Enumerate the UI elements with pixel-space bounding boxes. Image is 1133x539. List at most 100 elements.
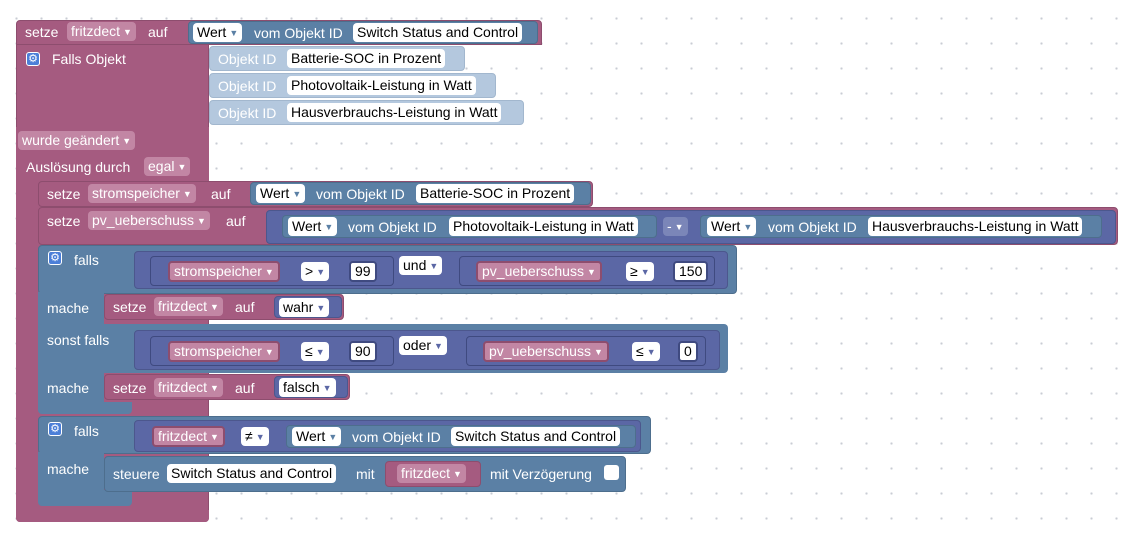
dropdown-arrow-icon: ▼ (229, 28, 239, 38)
number-field[interactable]: 90 (349, 341, 377, 362)
dropdown-arrow-icon: ▼ (264, 267, 274, 277)
dropdown-arrow-icon: ▼ (122, 136, 132, 146)
variable-dropdown[interactable]: pv_ueberschuss▼ (88, 211, 210, 230)
from-object-label: vom Objekt ID (348, 219, 437, 235)
variable-dropdown[interactable]: fritzdect▼ (67, 22, 136, 41)
to-keyword: auf (226, 213, 246, 229)
from-object-label: vom Objekt ID (768, 219, 857, 235)
object-id-field[interactable]: Switch Status and Control (353, 23, 523, 42)
dropdown-arrow-icon: ▼ (210, 383, 219, 393)
dropdown-arrow-icon: ▼ (196, 216, 206, 226)
logic-operator-dropdown[interactable]: oder▼ (399, 336, 447, 355)
control-keyword: steuere (113, 466, 160, 482)
dropdown-arrow-icon: ▼ (264, 347, 274, 357)
to-keyword: auf (235, 380, 255, 396)
compare-operator-dropdown[interactable]: ≥▼ (626, 262, 654, 281)
dropdown-arrow-icon: ▼ (674, 222, 684, 232)
dropdown-arrow-icon: ▼ (177, 162, 187, 172)
gear-icon[interactable]: ⚙ (26, 52, 40, 66)
variable-getter[interactable]: stromspeicher▼ (168, 341, 280, 362)
variable-dropdown[interactable]: fritzdect▼ (154, 297, 223, 316)
attribute-dropdown[interactable]: Wert▼ (256, 184, 306, 203)
to-keyword: auf (148, 24, 168, 40)
trigger-object-field[interactable]: Hausverbrauchs-Leistung in Watt (287, 103, 502, 122)
do-keyword: mache (47, 380, 90, 396)
trigger-by-dropdown[interactable]: egal▼ (144, 157, 191, 176)
to-keyword: auf (211, 186, 231, 202)
dropdown-arrow-icon: ▼ (743, 222, 753, 232)
object-id-field[interactable]: Batterie-SOC in Prozent (416, 184, 575, 203)
from-object-label: vom Objekt ID (316, 186, 405, 202)
dropdown-arrow-icon: ▼ (593, 347, 603, 357)
trigger-object-field[interactable]: Photovoltaik-Leistung in Watt (287, 76, 476, 95)
dropdown-arrow-icon: ▼ (255, 432, 265, 442)
attribute-dropdown[interactable]: Wert▼ (707, 217, 757, 236)
dropdown-arrow-icon: ▼ (322, 383, 332, 393)
variable-getter[interactable]: pv_ueberschuss▼ (483, 341, 609, 362)
object-id-label: Objekt ID (218, 51, 277, 67)
dropdown-arrow-icon: ▼ (434, 341, 443, 351)
attribute-dropdown[interactable]: Wert▼ (288, 217, 338, 236)
attribute-dropdown[interactable]: Wert▼ (292, 427, 342, 446)
object-id-field[interactable]: Hausverbrauchs-Leistung in Watt (868, 217, 1083, 236)
dropdown-arrow-icon: ▼ (182, 189, 192, 199)
object-id-label: Objekt ID (218, 78, 277, 94)
dropdown-arrow-icon: ▼ (210, 302, 219, 312)
dropdown-arrow-icon: ▼ (316, 267, 326, 277)
number-field[interactable]: 150 (673, 261, 709, 282)
dropdown-arrow-icon: ▼ (292, 189, 302, 199)
variable-getter[interactable]: pv_ueberschuss▼ (476, 261, 602, 282)
if-keyword: falls (74, 423, 99, 439)
compare-operator-dropdown[interactable]: ≠▼ (241, 427, 269, 446)
dropdown-arrow-icon: ▼ (123, 27, 132, 37)
gear-icon[interactable]: ⚙ (48, 251, 62, 265)
from-object-label: vom Objekt ID (254, 25, 343, 41)
to-keyword: auf (235, 299, 255, 315)
change-type-dropdown[interactable]: wurde geändert▼ (18, 131, 136, 150)
set-keyword: setze (113, 380, 147, 396)
compare-operator-dropdown[interactable]: >▼ (301, 262, 330, 281)
set-keyword: setze (47, 186, 81, 202)
dropdown-arrow-icon: ▼ (316, 303, 326, 313)
dropdown-arrow-icon: ▼ (324, 222, 334, 232)
trigger-object-field[interactable]: Batterie-SOC in Prozent (287, 49, 446, 68)
number-field[interactable]: 0 (678, 341, 698, 362)
control-target-field[interactable]: Switch Status and Control (167, 464, 337, 483)
variable-getter[interactable]: fritzdect▼ (152, 426, 225, 447)
dropdown-arrow-icon: ▼ (328, 432, 338, 442)
compare-operator-dropdown[interactable]: ≤▼ (301, 342, 329, 361)
attribute-dropdown[interactable]: Wert▼ (193, 23, 243, 42)
variable-dropdown[interactable]: fritzdect▼ (154, 378, 223, 397)
set-keyword: setze (113, 299, 147, 315)
variable-dropdown[interactable]: fritzdect▼ (397, 464, 466, 483)
trigger-by-label: Auslösung durch (26, 159, 131, 175)
dropdown-arrow-icon: ▼ (429, 261, 439, 271)
boolean-dropdown[interactable]: wahr▼ (279, 298, 330, 317)
gear-icon[interactable]: ⚙ (48, 422, 62, 436)
boolean-dropdown[interactable]: falsch▼ (279, 378, 336, 397)
dropdown-arrow-icon: ▼ (453, 469, 462, 479)
with-delay-label: mit Verzögerung (490, 466, 592, 482)
set-keyword: setze (47, 213, 81, 229)
dropdown-arrow-icon: ▼ (640, 267, 650, 277)
set-keyword: setze (25, 24, 59, 40)
if-keyword: falls (74, 252, 99, 268)
else-if-keyword: sonst falls (47, 332, 110, 348)
dropdown-arrow-icon: ▼ (586, 267, 596, 277)
compare-operator-dropdown[interactable]: ≤▼ (632, 342, 660, 361)
number-field[interactable]: 99 (349, 261, 377, 282)
object-id-field[interactable]: Photovoltaik-Leistung in Watt (449, 217, 638, 236)
object-id-label: Objekt ID (218, 105, 277, 121)
dropdown-arrow-icon: ▼ (646, 347, 656, 357)
dropdown-arrow-icon: ▼ (210, 432, 219, 442)
do-keyword: mache (47, 461, 90, 477)
arithmetic-operator-dropdown[interactable]: -▼ (663, 217, 688, 236)
from-object-label: vom Objekt ID (352, 429, 441, 445)
variable-getter[interactable]: stromspeicher▼ (168, 261, 280, 282)
object-id-field[interactable]: Switch Status and Control (451, 427, 621, 446)
logic-operator-dropdown[interactable]: und▼ (399, 256, 443, 275)
delay-checkbox[interactable] (604, 465, 619, 480)
if-object-label: Falls Objekt (52, 51, 126, 67)
variable-dropdown[interactable]: stromspeicher▼ (88, 184, 196, 203)
with-keyword: mit (356, 466, 375, 482)
